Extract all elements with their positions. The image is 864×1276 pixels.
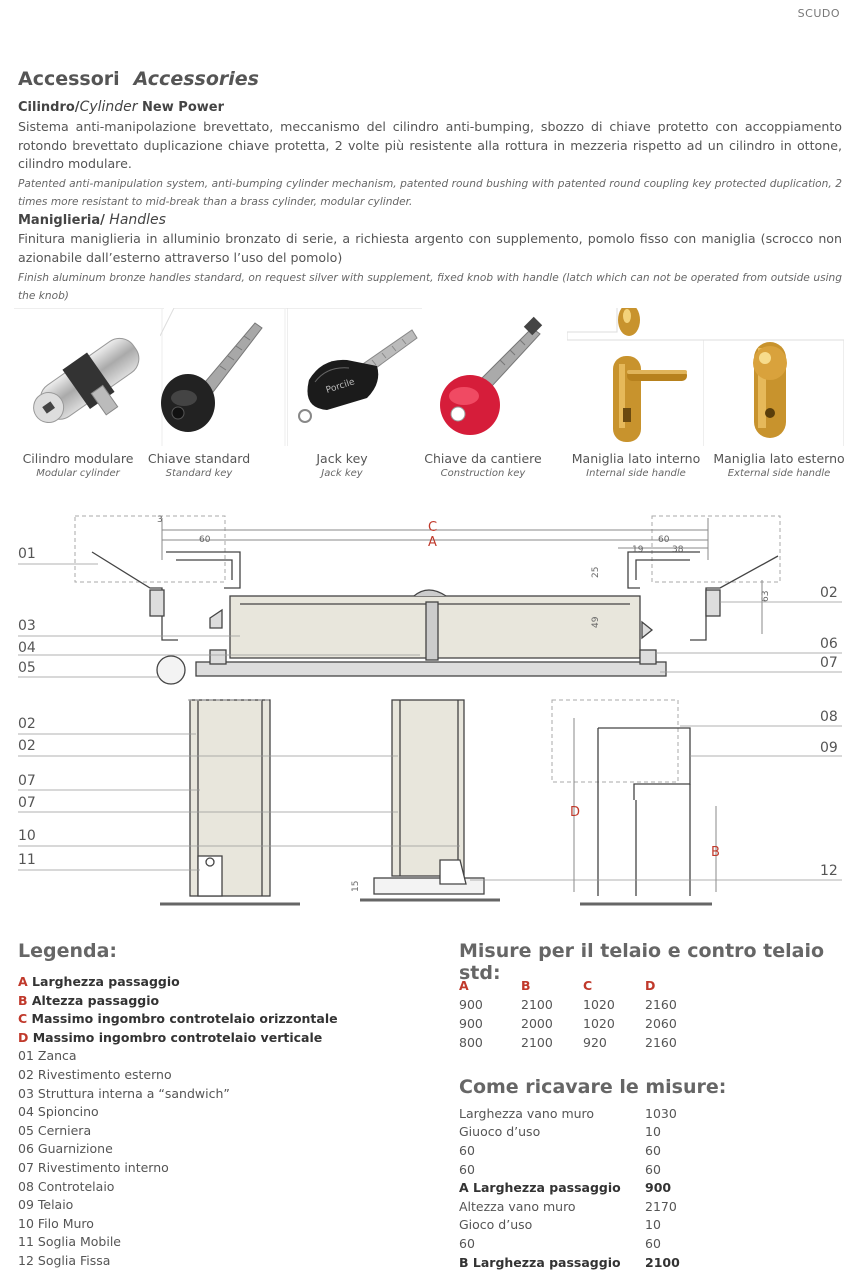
legend-item: 11 Soglia Mobile bbox=[18, 1234, 121, 1250]
dim-d-label: D bbox=[570, 805, 580, 820]
label-03: 03 bbox=[18, 618, 36, 634]
label-10: 10 bbox=[18, 828, 36, 844]
dim-15: 15 bbox=[351, 881, 361, 892]
dim-60-left: 60 bbox=[199, 535, 211, 545]
legend-item: 07 Rivestimento interno bbox=[18, 1159, 169, 1175]
dim-3: 3 bbox=[157, 515, 163, 525]
label-07a: 07 bbox=[18, 773, 36, 789]
label-07-right: 07 bbox=[820, 655, 838, 671]
legend-item-b: B Altezza passaggio bbox=[18, 992, 160, 1008]
label-02a: 02 bbox=[18, 716, 36, 732]
label-09: 09 bbox=[820, 740, 838, 756]
legend-list: A Larghezza passaggio B Altezza passaggi… bbox=[18, 973, 338, 1271]
legend-item: 01 Zanca bbox=[18, 1048, 77, 1064]
label-04: 04 bbox=[18, 640, 36, 656]
misure-title: Misure per il telaio e contro telaio std… bbox=[459, 940, 825, 984]
external-handle-image bbox=[704, 339, 844, 446]
label-05: 05 bbox=[18, 660, 36, 676]
legend-item: 03 Struttura interna a “sandwich” bbox=[18, 1085, 230, 1101]
cylinder-desc-en: Patented anti-manipulation system, anti-… bbox=[18, 178, 842, 209]
legend-item: 12 Soglia Fissa bbox=[18, 1252, 111, 1268]
construction-key-image bbox=[440, 316, 543, 435]
dim-c-label: C bbox=[428, 520, 437, 535]
legend-item: 05 Cerniera bbox=[18, 1122, 92, 1138]
label-02b: 02 bbox=[18, 738, 36, 754]
handles-desc-en: Finish aluminum bronze handles standard,… bbox=[18, 272, 842, 303]
legend-item: 06 Guarnizione bbox=[18, 1141, 113, 1157]
modular-cylinder-image bbox=[14, 308, 164, 446]
legend-item: 08 Controtelaio bbox=[18, 1178, 115, 1194]
legend-item: 09 Telaio bbox=[18, 1197, 74, 1213]
label-07b: 07 bbox=[18, 795, 36, 811]
label-06: 06 bbox=[820, 636, 838, 652]
legend-item: 02 Rivestimento esterno bbox=[18, 1066, 172, 1082]
dim-60-right: 60 bbox=[658, 535, 670, 545]
dim-38: 38 bbox=[672, 545, 684, 555]
handles-title: Maniglieria/ Handles bbox=[18, 212, 166, 228]
internal-handle-image bbox=[567, 308, 704, 446]
cylinder-title: Cilindro/Cylinder New Power bbox=[18, 99, 224, 115]
dim-25: 25 bbox=[591, 567, 601, 578]
brand-label: SCUDO bbox=[797, 7, 840, 20]
legend-item-d: D Massimo ingombro controtelaio vertical… bbox=[18, 1029, 323, 1045]
dim-a-label: A bbox=[428, 535, 437, 550]
dim-49: 49 bbox=[591, 616, 601, 628]
label-12: 12 bbox=[820, 863, 838, 879]
legend-item: 10 Filo Muro bbox=[18, 1215, 94, 1231]
legend-item-c: C Massimo ingombro controtelaio orizzont… bbox=[18, 1011, 338, 1027]
label-11: 11 bbox=[18, 852, 36, 868]
label-08: 08 bbox=[820, 709, 838, 725]
jack-key-image: Porcile bbox=[287, 308, 422, 446]
handles-desc-it: Finitura maniglieria in alluminio bronza… bbox=[18, 231, 842, 265]
come-title: Come ricavare le misure: bbox=[459, 1076, 727, 1098]
standard-key-image bbox=[160, 308, 287, 446]
label-02-right: 02 bbox=[820, 585, 838, 601]
legend-item: 04 Spioncino bbox=[18, 1104, 99, 1120]
dim-b-label: B bbox=[711, 845, 720, 860]
dim-19: 19 bbox=[632, 545, 644, 555]
legend-title: Legenda: bbox=[18, 940, 118, 962]
label-01: 01 bbox=[18, 546, 36, 562]
dim-63: 63 bbox=[761, 591, 771, 602]
technical-drawing: 3 60 19 60 38 25 49 63 15 C A D B bbox=[18, 515, 842, 906]
legend-item-a: A Larghezza passaggio bbox=[18, 974, 180, 989]
cylinder-desc-it: Sistema anti-manipolazione brevettato, m… bbox=[18, 119, 842, 171]
